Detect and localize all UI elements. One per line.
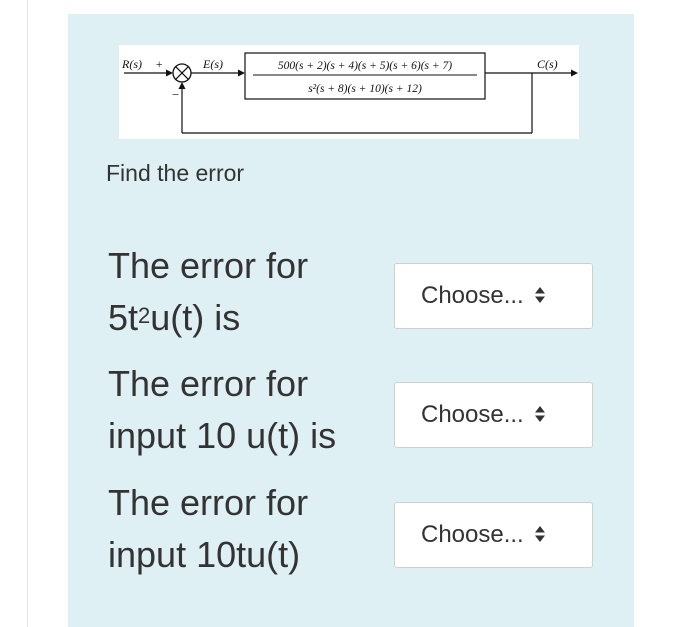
question-3-line1: The error for [108,482,309,523]
question-3-label: The error for input 10tu(t) [108,477,378,581]
answer-2-value: Choose... [421,401,524,428]
question-2-line2: input 10 u(t) is [108,415,337,456]
question-prompt: Find the error [106,160,245,186]
error-label: E(s) [202,57,223,71]
question-1-line2: 5t2u(t) is [108,297,241,338]
answer-1-select[interactable]: Choose... [394,263,593,329]
select-arrows-icon [534,522,546,550]
answer-1-value: Choose... [421,282,524,309]
block-diagram: R(s) + − E(s) 500(s + 2)(s + 4)(s + 5)(s… [119,45,579,139]
summing-junction-icon [172,63,192,83]
answer-3-select[interactable]: Choose... [394,502,593,568]
question-3-line2: input 10tu(t) [108,534,301,575]
page-edge-line [27,0,28,627]
select-arrows-icon [534,402,546,430]
output-label: C(s) [537,57,558,71]
answer-2-select[interactable]: Choose... [394,382,593,448]
plus-sign: + [155,57,163,71]
input-label: R(s) [121,57,142,71]
question-2-label: The error for input 10 u(t) is [108,358,378,462]
question-1-line1: The error for [108,245,309,286]
question-2-line1: The error for [108,363,309,404]
tf-numerator: 500(s + 2)(s + 4)(s + 5)(s + 6)(s + 7) [278,60,452,72]
tf-denominator: s²(s + 8)(s + 10)(s + 12) [308,83,422,95]
minus-sign: − [171,87,180,102]
select-arrows-icon [534,283,546,311]
question-1-label: The error for 5t2u(t) is [108,240,378,344]
answer-3-value: Choose... [421,521,524,548]
